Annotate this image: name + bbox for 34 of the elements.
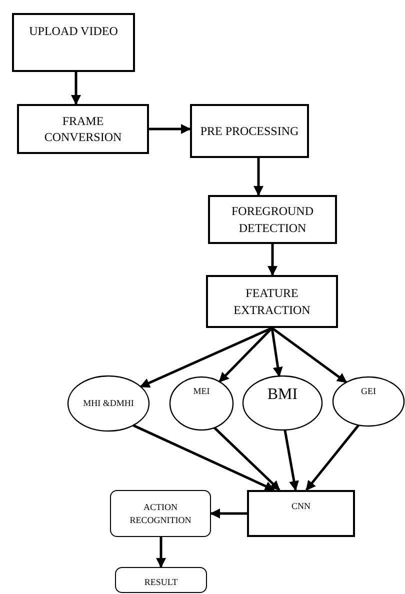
process-box <box>17 104 149 154</box>
process-box <box>12 13 135 72</box>
arrow <box>268 244 278 276</box>
arrow <box>71 72 81 105</box>
node-label: FOREGROUND DETECTION <box>230 203 314 236</box>
process-box <box>206 275 338 328</box>
process-box <box>190 104 309 158</box>
node-label: FEATURE EXTRACTION <box>232 285 312 318</box>
node-label: MHI &DMHI <box>82 397 135 410</box>
arrow <box>271 326 348 384</box>
rounded-process-box <box>110 490 211 537</box>
arrow <box>149 124 191 134</box>
node-label: UPLOAD VIDEO <box>28 23 119 40</box>
node-label: CNN <box>290 500 312 512</box>
rounded-process-box <box>115 567 207 593</box>
arrow <box>254 158 264 196</box>
arrow <box>140 326 273 388</box>
node-label: FRAME CONVERSION <box>43 112 123 146</box>
arrow <box>156 537 166 568</box>
node-label: ACTION RECOGNITION <box>128 501 192 526</box>
arrow <box>214 426 280 491</box>
arrow <box>284 430 299 491</box>
process-box <box>208 195 337 244</box>
arrow <box>305 424 360 491</box>
node-label: MEI <box>192 385 211 398</box>
node-label: PRE PROCESSING <box>199 122 300 140</box>
arrow <box>270 328 283 378</box>
arrow <box>218 327 273 383</box>
arrow <box>132 424 275 492</box>
node-label: GEI <box>360 385 377 398</box>
node-label: BMI <box>266 385 299 405</box>
process-box <box>247 490 355 537</box>
arrow <box>210 508 247 518</box>
node-label: RESULT <box>143 576 179 588</box>
